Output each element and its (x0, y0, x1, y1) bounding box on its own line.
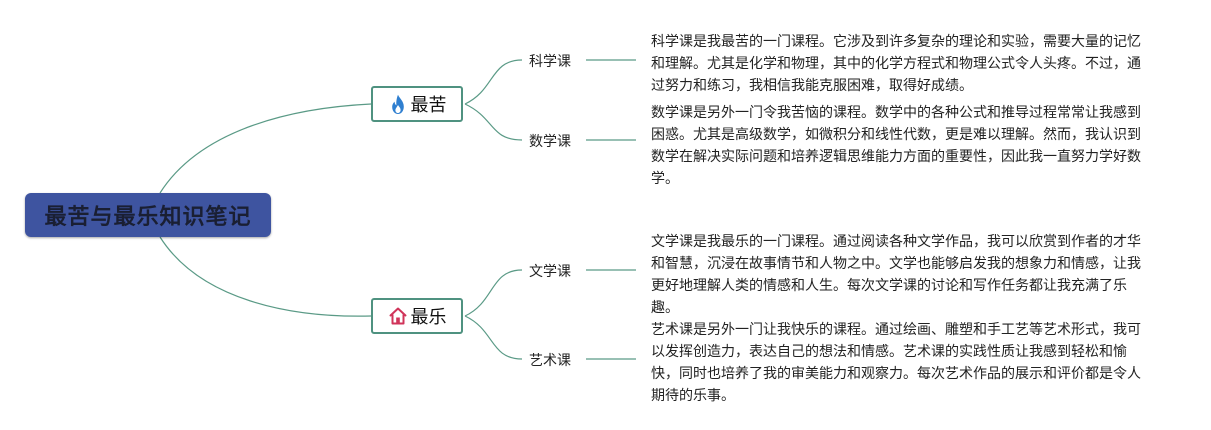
root-title: 最苦与最乐知识笔记 (44, 205, 252, 230)
connector-hardest-to-math (464, 103, 523, 141)
literature-description: 文学课是我最乐的一门课程。通过阅读各种文学作品，我可以欣赏到作者的才华和智慧，沉… (651, 234, 1141, 316)
node-hardest-label: 最苦 (410, 95, 447, 116)
subtopic-art[interactable]: 艺术课 (529, 353, 571, 369)
connector-hardest-to-science (464, 59, 523, 105)
fire-icon (388, 93, 408, 115)
math-description: 数学课是另外一门令我苦恼的课程。数学中的各种公式和推导过程常常让我感到困惑。尤其… (651, 105, 1141, 187)
subtopic-math[interactable]: 数学课 (529, 134, 571, 150)
home-icon (388, 305, 408, 327)
connector-happiest-to-art (464, 315, 523, 360)
node-hardest[interactable]: 最苦 (371, 86, 463, 122)
connector-happiest-to-literature (464, 269, 523, 317)
subtopic-literature[interactable]: 文学课 (529, 264, 571, 280)
subtopic-science[interactable]: 科学课 (529, 54, 571, 70)
node-happiest[interactable]: 最乐 (371, 298, 463, 334)
node-happiest-label: 最乐 (410, 307, 447, 328)
art-description: 艺术课是另外一门让我快乐的课程。通过绘画、雕塑和手工艺等艺术形式，我可以发挥创造… (651, 322, 1141, 404)
science-description: 科学课是我最苦的一门课程。它涉及到许多复杂的理论和实验，需要大量的记忆和理解。尤… (651, 34, 1141, 94)
connector-root-to-hardest (159, 103, 372, 194)
root-node[interactable]: 最苦与最乐知识笔记 (25, 193, 271, 237)
connector-root-to-happiest (159, 236, 372, 317)
